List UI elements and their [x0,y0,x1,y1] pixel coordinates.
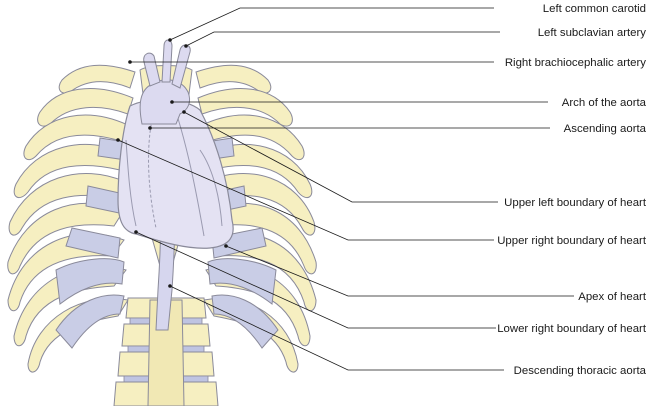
rib-2-right [37,88,134,127]
rib-1-left [195,64,272,94]
leader-lines [116,7,574,371]
rib-4-left [201,143,313,199]
label-arch-of-aorta: Arch of the aorta [562,97,647,109]
heart [117,99,234,249]
rib-3-left [199,114,305,161]
label-apex-of-heart: Apex of heart [578,291,647,303]
rib-1-right [58,64,136,94]
label-lower-right-boundary: Lower right boundary of heart [497,323,647,335]
rib-6-right [7,202,125,275]
vertebral-column [113,297,219,406]
rib-4-right [13,143,129,199]
rib-2-left [197,88,293,127]
label-upper-right-boundary: Upper right boundary of heart [497,235,647,247]
label-descending-thoracic-aorta: Descending thoracic aorta [514,365,647,377]
brachiocephalic-trunk [143,52,161,87]
label-left-common-carotid: Left common carotid [543,3,646,15]
costal-cartilages [55,137,279,349]
label-right-brachiocephalic-artery: Right brachiocephalic artery [505,57,646,69]
labels: Left common carotid Left subclavian arte… [497,3,647,377]
rib-6-left [205,202,317,275]
rib-3-right [23,114,131,161]
label-ascending-aorta: Ascending aorta [564,123,647,135]
heart-and-great-vessels [117,39,234,331]
label-left-subclavian-artery: Left subclavian artery [538,27,647,39]
common-carotid [161,39,173,83]
label-upper-left-boundary: Upper left boundary of heart [504,197,647,209]
